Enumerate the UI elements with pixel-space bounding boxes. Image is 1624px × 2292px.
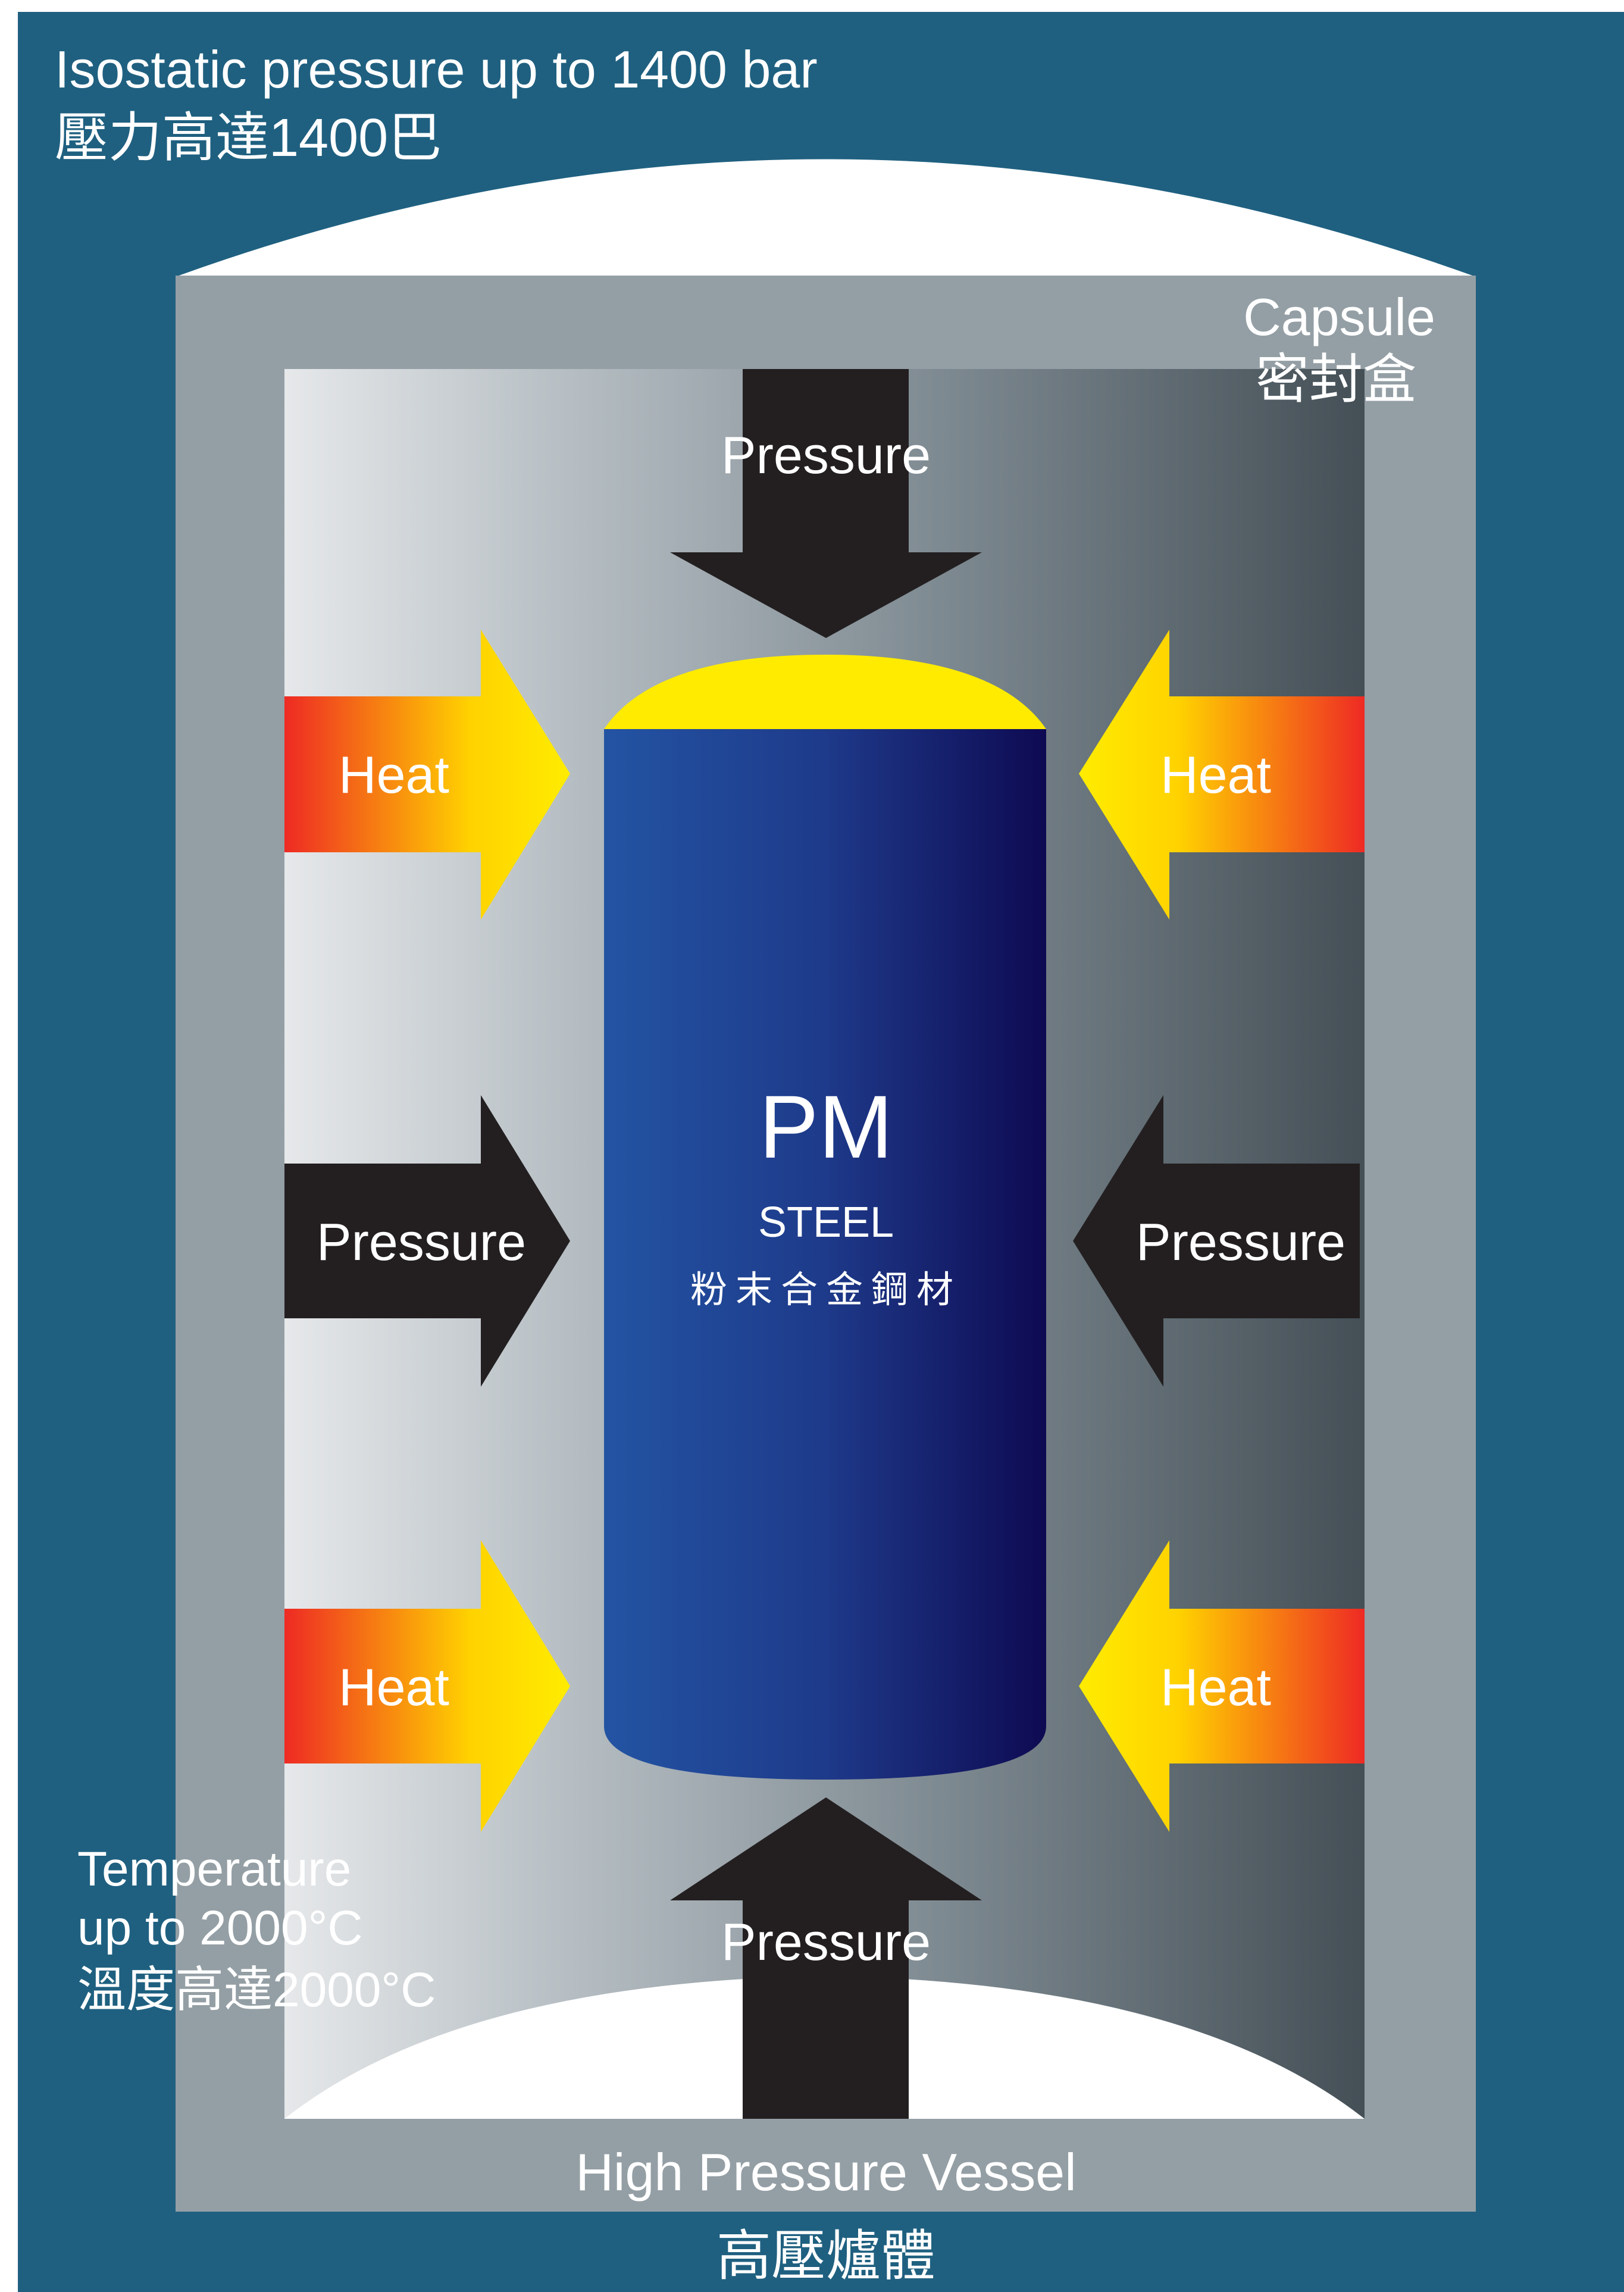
capsule-caption-line2: 密封盒: [1256, 350, 1416, 409]
heat-right-bottom-label: Heat: [1160, 1658, 1271, 1716]
pressure-left-label: Pressure: [317, 1212, 526, 1271]
capsule-caption-line1: Capsule: [1243, 287, 1435, 346]
pressure-right-label: Pressure: [1136, 1212, 1345, 1271]
pressure-arrow-top: [670, 369, 982, 638]
temperature-caption-line2: up to 2000°C: [77, 1901, 363, 1955]
pressure-bottom-label: Pressure: [721, 1912, 931, 1971]
vessel-label-english: High Pressure Vessel: [575, 2143, 1076, 2202]
vessel-caption-line1: Isostatic pressure up to 1400 bar: [55, 40, 818, 99]
vessel-top-dome: [176, 159, 1476, 277]
heat-arrow-left-bottom: [284, 1540, 570, 1832]
pm-steel-part-top: [604, 655, 1046, 729]
heat-arrow-left-top: [284, 630, 570, 920]
pressure-arrow-left: [284, 1095, 570, 1387]
vessel-caption-line2: 壓力高達1400巴: [55, 108, 442, 168]
heat-arrow-right-top: [1079, 630, 1365, 920]
pm-steel-part: [604, 729, 1046, 1780]
heat-left-bottom-label: Heat: [339, 1658, 449, 1716]
pressure-arrow-right: [1073, 1095, 1360, 1387]
temperature-caption-line3: 溫度高達2000°C: [77, 1963, 436, 2017]
heat-right-top-label: Heat: [1160, 745, 1271, 804]
part-subtitle: STEEL: [758, 1199, 894, 1246]
pressure-arrow-bottom: [670, 1797, 982, 2119]
pressure-top-label: Pressure: [721, 426, 931, 484]
vessel-label-chinese: 高壓爐體: [716, 2226, 935, 2287]
part-chinese-label: 粉末合金鋼材: [690, 1269, 962, 1311]
part-title: PM: [759, 1077, 893, 1177]
temperature-caption-line1: Temperature: [77, 1842, 351, 1896]
heat-arrow-right-bottom: [1079, 1540, 1365, 1832]
heat-left-top-label: Heat: [339, 745, 449, 804]
